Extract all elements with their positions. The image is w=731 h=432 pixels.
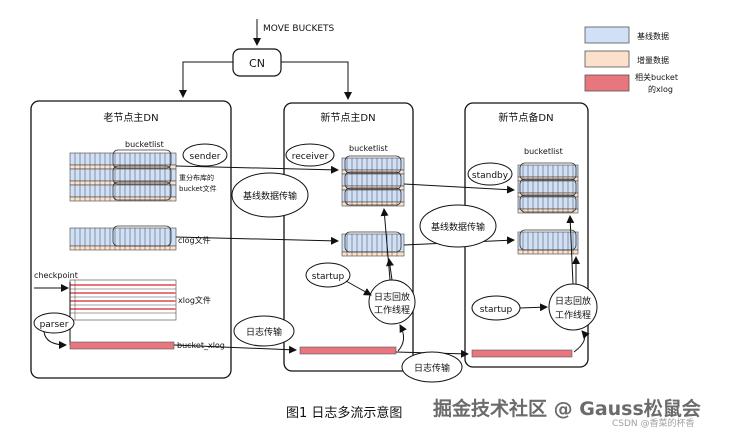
old-bucketlist-label: bucketlist (125, 140, 164, 149)
bucket-xlog-label: bucket_xlog (177, 341, 225, 350)
cn-to-old-arrow (179, 61, 233, 98)
old-clog-grid (69, 225, 177, 251)
legend-label-baseline: 基线数据 (637, 31, 669, 41)
log-transfer-node-2 (401, 351, 463, 383)
xlog-label: xlog文件 (178, 295, 211, 305)
standby-xlog-to-replay-arrow (573, 330, 590, 353)
sender-node (182, 143, 228, 167)
standby-label: standby (472, 171, 509, 181)
csdn-credit: CSDN @香菜的杯香 (612, 419, 695, 429)
receiver-label: receiver (292, 152, 329, 162)
standby-startup-to-replay-arrow (519, 303, 548, 312)
standby-startup-label: startup (480, 305, 513, 315)
parser-to-bucket-xlog-arrow (43, 331, 67, 349)
baseline-transfer-label-1: 基线数据传输 (243, 190, 297, 202)
new-primary-replay-line2: 工作线程 (374, 304, 410, 316)
legend-label-xlog-2: 的xlog (648, 84, 673, 94)
baseline-transfer-node-1 (231, 172, 309, 218)
standby-baseline-flow-bucket-arrow (403, 183, 515, 194)
new-primary-replay-line1: 日志回放 (374, 291, 410, 303)
standby-bucketlist-label: bucketlist (524, 147, 563, 156)
standby-replay-line1: 日志回放 (555, 295, 591, 307)
standby-replay-line2: 工作线程 (555, 309, 591, 321)
receiver-node (285, 143, 335, 167)
shard-label-line2: bucket文件 (179, 184, 217, 193)
log-transfer-label-1: 日志传输 (246, 326, 282, 338)
standby-bucket-grid (517, 162, 579, 214)
standby-xlog-bar (471, 349, 573, 358)
new-primary-title: 新节点主DN (320, 111, 375, 124)
shard-label-line1: 重分布库的 (179, 173, 214, 182)
move-buckets-label: MOVE BUCKETS (263, 24, 335, 34)
caption-area: 图1 日志多流示意图 掘金技术社区 @ Gauss松鼠会 CSDN @香菜的杯香 (0, 392, 731, 432)
startup-to-replay-arrow (345, 280, 372, 296)
new-primary-xlog-bar (299, 346, 397, 355)
log-multistream-diagram: MOVE BUCKETS CN 基线数据 增量数据 相关bucket 的xlog… (30, 19, 678, 383)
new-primary-clog-grid (341, 231, 405, 257)
clog-label: clog文件 (178, 235, 211, 245)
log-flow-arrow-1 (173, 344, 297, 354)
old-bucket-grid (69, 149, 177, 202)
standby-clog-grid (517, 229, 579, 255)
standby-replay-node (548, 283, 598, 331)
checkpoint-label: checkpoint (34, 271, 78, 280)
replay-to-bucket-arrow (380, 208, 391, 281)
old-primary-title: 老节点主DN (103, 111, 158, 124)
log-transfer-label-2: 日志传输 (414, 362, 450, 374)
baseline-flow-clog-arrow (175, 236, 339, 245)
legend-swatch-incremental (584, 50, 630, 68)
xlog-stack (69, 279, 177, 345)
parser-node (33, 312, 75, 334)
parser-label: parser (40, 320, 69, 330)
baseline-flow-bucket-arrow (175, 165, 339, 174)
baseline-transfer-node-2 (419, 204, 497, 248)
legend-label-incremental: 增量数据 (637, 55, 669, 65)
sender-label: sender (190, 152, 221, 162)
new-standby-title: 新节点备DN (498, 111, 553, 124)
watermark-text: 掘金技术社区 @ Gauss松鼠会 (433, 398, 701, 420)
xlog-to-replay-arrow (397, 324, 407, 352)
figure-title: 图1 日志多流示意图 (286, 406, 403, 421)
legend-swatch-xlog (584, 74, 630, 92)
legend-swatch-baseline (584, 26, 630, 44)
new-bucketlist-label: bucketlist (349, 144, 388, 153)
legend: 基线数据 增量数据 相关bucket 的xlog (584, 26, 678, 94)
new-primary-bucket-grid (341, 155, 405, 207)
replay-to-clog-arrow (386, 258, 394, 281)
new-primary-startup-node (305, 262, 351, 288)
legend-label-xlog: 相关bucket (635, 72, 678, 82)
cn-to-new-arrow (281, 61, 352, 100)
new-primary-startup-label: startup (312, 272, 345, 282)
baseline-transfer-label-2: 基线数据传输 (431, 221, 485, 233)
standby-node (467, 162, 513, 186)
standby-replay-to-bucket-arrow (566, 215, 575, 285)
old-bucket-xlog-bar (69, 341, 175, 350)
log-transfer-node-1 (233, 315, 295, 347)
cn-label: CN (249, 57, 265, 70)
